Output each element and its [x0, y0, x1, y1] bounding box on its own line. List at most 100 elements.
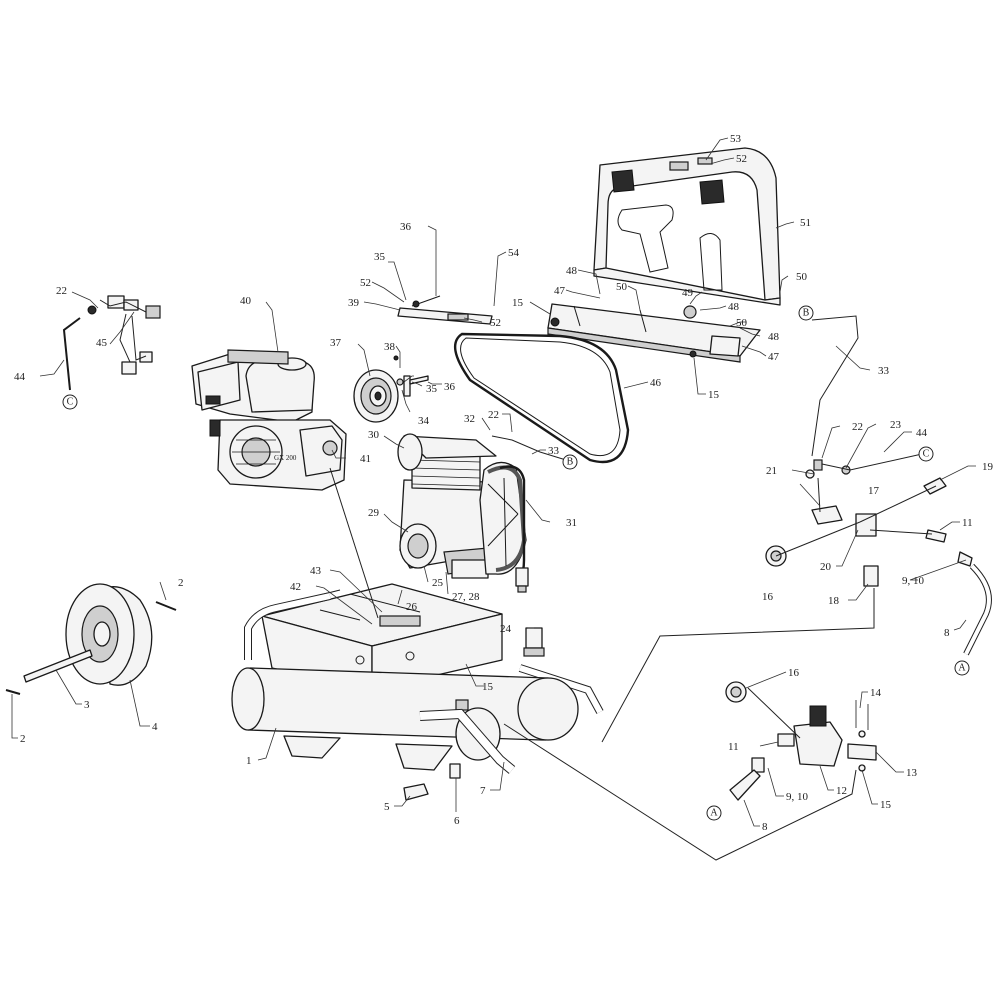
part-number-labels: 1 2 2 3 4 5 6 7 8 8 9, 10 9, 10 11 11 12…	[14, 133, 994, 833]
callout-5: 5	[384, 801, 390, 813]
connector-a-right: A	[954, 660, 970, 676]
callout-22: 22	[56, 285, 67, 297]
callout-11: 11	[962, 517, 973, 529]
svg-text:A: A	[958, 663, 966, 674]
svg-text:B: B	[803, 308, 810, 319]
callout-42: 42	[290, 581, 301, 593]
tension-arm	[397, 295, 493, 325]
svg-text:A: A	[710, 808, 718, 819]
callout-52: 52	[490, 317, 501, 329]
callout-6: 6	[454, 815, 460, 827]
callout-40: 40	[240, 295, 252, 307]
pump-flywheel	[479, 461, 527, 575]
callout-44: 44	[14, 371, 26, 383]
air-hose-right	[963, 563, 992, 656]
svg-text:C: C	[923, 449, 930, 460]
air-tank	[231, 667, 579, 771]
callout-38: 38	[384, 341, 396, 353]
assembly-lines	[99, 299, 937, 861]
callout-9-10: 9, 10	[902, 575, 925, 587]
check-valve-fitting	[523, 627, 545, 657]
air-hose-left	[729, 769, 761, 801]
axle	[23, 649, 93, 683]
guard-vent-left	[611, 169, 635, 193]
discharge-tube	[499, 465, 529, 593]
pulley-hardware	[393, 355, 429, 397]
callout-15: 15	[512, 297, 524, 309]
leader-lines	[11, 137, 976, 827]
callout-15: 15	[880, 799, 892, 811]
callout-18: 18	[828, 595, 840, 607]
drain-valve	[449, 763, 461, 779]
guard-vent-right	[699, 179, 725, 205]
callout-16: 16	[762, 591, 774, 603]
callout-8: 8	[944, 627, 950, 639]
callout-36: 36	[400, 221, 412, 233]
quick-coupler-right	[957, 551, 973, 567]
outlet-pressure-gauge	[725, 681, 747, 703]
callout-47: 47	[554, 285, 566, 297]
handle-frame	[244, 592, 604, 714]
callout-50: 50	[796, 271, 808, 283]
connector-c-left: C	[62, 394, 78, 410]
left-unloader-assembly	[62, 295, 161, 391]
callout-15: 15	[482, 681, 494, 693]
callout-44: 44	[916, 427, 928, 439]
callout-32: 32	[464, 413, 475, 425]
svg-text:B: B	[567, 457, 574, 468]
connector-b-pump: B	[562, 454, 578, 470]
callout-47: 47	[768, 351, 780, 363]
callout-16: 16	[788, 667, 800, 679]
belt-guard	[593, 147, 781, 306]
callout-20: 20	[820, 561, 832, 573]
callout-48: 48	[768, 331, 780, 343]
callout-14: 14	[870, 687, 882, 699]
callout-41: 41	[360, 453, 371, 465]
engine-badge: GX 200	[274, 454, 297, 462]
guard-bracket	[547, 303, 761, 363]
connector-c-right: C	[918, 446, 934, 462]
callout-45: 45	[96, 337, 108, 349]
callout-15: 15	[708, 389, 720, 401]
callout-24: 24	[500, 623, 512, 635]
callout-1: 1	[246, 755, 252, 767]
callout-34: 34	[418, 415, 430, 427]
callout-46: 46	[650, 377, 662, 389]
callout-50: 50	[616, 281, 628, 293]
callout-4: 4	[152, 721, 158, 733]
callout-13: 13	[906, 767, 918, 779]
callout-37: 37	[330, 337, 342, 349]
callout-33: 33	[548, 445, 560, 457]
callout-36: 36	[444, 381, 456, 393]
callout-52: 52	[360, 277, 371, 289]
callout-48: 48	[728, 301, 740, 313]
callout-9-10: 9, 10	[786, 791, 809, 803]
svg-text:C: C	[67, 397, 74, 408]
callout-3: 3	[84, 699, 90, 711]
gas-engine: GX 200	[191, 349, 347, 491]
connector-a-bottom: A	[706, 805, 722, 821]
callout-33: 33	[878, 365, 890, 377]
drive-belt	[453, 332, 630, 464]
wheel	[65, 583, 153, 686]
callout-48: 48	[566, 265, 578, 277]
callout-35: 35	[374, 251, 386, 263]
front-handle	[419, 707, 516, 774]
cotter-pin-left	[5, 689, 21, 695]
callout-7: 7	[480, 785, 486, 797]
pressure-switch-manifold	[805, 459, 947, 587]
callout-26: 26	[406, 601, 418, 613]
callout-25: 25	[432, 577, 444, 589]
callout-21: 21	[766, 465, 777, 477]
air-compressor-pump	[397, 433, 505, 579]
callout-29: 29	[368, 507, 380, 519]
connector-b-top: B	[798, 305, 814, 321]
callout-30: 30	[368, 429, 380, 441]
callout-23: 23	[890, 419, 902, 431]
callout-11: 11	[728, 741, 739, 753]
callout-12: 12	[836, 785, 847, 797]
callout-2: 2	[20, 733, 26, 745]
callout-51: 51	[800, 217, 811, 229]
callout-39: 39	[348, 297, 360, 309]
callout-22: 22	[852, 421, 863, 433]
